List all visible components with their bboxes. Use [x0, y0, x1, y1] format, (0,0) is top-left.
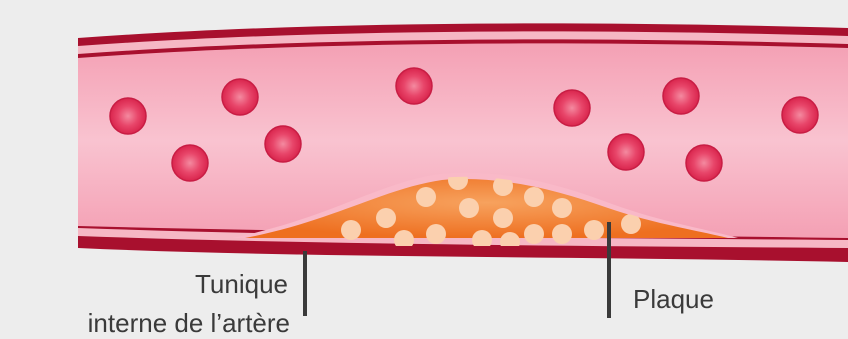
- plaque-particle-icon: [416, 187, 436, 207]
- red-blood-cell-icon: [782, 97, 818, 133]
- plaque-particle-icon: [493, 208, 513, 228]
- plaque-particle-icon: [524, 187, 544, 207]
- plaque-particle-icon: [552, 198, 572, 218]
- artery-illustration: [0, 0, 848, 332]
- artery-diagram: Tunique interne de l’artère Plaque: [0, 0, 848, 332]
- plaque-particle-icon: [459, 198, 479, 218]
- tunique-label-line1: Tunique: [195, 270, 288, 300]
- plaque-particle-icon: [376, 208, 396, 228]
- plaque-particle-icon: [584, 220, 604, 240]
- plaque-pointer-line: [607, 222, 611, 318]
- tunique-label-line2: interne de l’artère: [88, 309, 290, 339]
- red-blood-cell-icon: [222, 79, 258, 115]
- red-blood-cell-icon: [172, 145, 208, 181]
- red-blood-cell-icon: [554, 90, 590, 126]
- plaque-particle-icon: [341, 220, 361, 240]
- red-blood-cell-icon: [663, 78, 699, 114]
- plaque-particle-icon: [524, 224, 544, 244]
- plaque-label: Plaque: [633, 285, 714, 315]
- plaque-particle-icon: [426, 224, 446, 244]
- red-blood-cell-icon: [265, 126, 301, 162]
- plaque-particle-icon: [552, 224, 572, 244]
- red-blood-cell-icon: [110, 98, 146, 134]
- red-blood-cell-icon: [608, 134, 644, 170]
- red-blood-cell-icon: [686, 145, 722, 181]
- plaque-particle-icon: [621, 214, 641, 234]
- red-blood-cell-icon: [396, 68, 432, 104]
- tunique-pointer-line: [303, 251, 307, 316]
